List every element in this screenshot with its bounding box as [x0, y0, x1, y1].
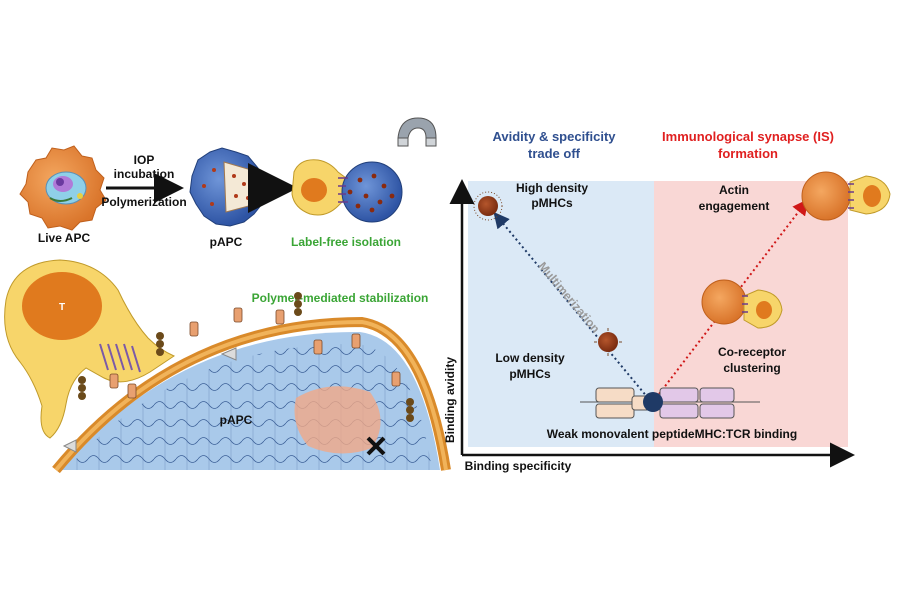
high-density-bead [473, 191, 503, 221]
high-density-line1: High density [516, 181, 588, 195]
papc-dome [52, 316, 451, 474]
iop-label: IOP [134, 153, 155, 167]
papc-inner-label: pAPC [220, 413, 253, 427]
weak-binding-label: Weak monovalent peptideMHC:TCR binding [547, 427, 797, 441]
membrane-arrows [62, 347, 237, 453]
actin-engagement-illustration [801, 171, 891, 221]
label-free-isolation-label: Label-free isolation [291, 235, 401, 249]
label-free-isolation-illustration [291, 117, 437, 223]
polymerization-label: Polymerization [101, 195, 186, 209]
actin-line1: Actin [719, 183, 749, 197]
low-density-line1: Low density [495, 351, 565, 365]
coreceptor-line2: clustering [723, 361, 780, 375]
papc-cell [189, 147, 263, 227]
is-title-line1: Immunological synapse (IS) [662, 129, 834, 144]
high-density-line2: pMHCs [531, 196, 573, 210]
tcr-complexes [99, 343, 141, 373]
membrane-receptors [109, 307, 401, 399]
y-axis-label: Binding avidity [443, 357, 457, 443]
coreceptor-line1: Co-receptor [718, 345, 786, 359]
t-cell-label: T [59, 302, 65, 313]
coreceptor-chains [78, 292, 414, 422]
t-cell [4, 259, 176, 439]
synapse-arrow [655, 198, 809, 399]
avidity-title-line1: Avidity & specificity [492, 129, 616, 144]
right-panel: Avidity & specificity trade off Immunolo… [443, 129, 891, 473]
left-panel: Live APC IOP incubation Polymerization p… [4, 117, 451, 474]
papc-label: pAPC [210, 235, 243, 249]
live-apc-cell [19, 145, 107, 231]
coreceptor-clustering-illustration [701, 279, 783, 329]
actin-line2: engagement [699, 199, 770, 213]
live-apc-label: Live APC [38, 231, 91, 245]
polymer-stabilization-label: Polymer-mediated stabilization [252, 291, 429, 305]
is-title-line2: formation [718, 146, 778, 161]
pmhc-tcr-complex [580, 387, 760, 419]
x-axis-label: Binding specificity [465, 459, 572, 473]
avidity-title-line2: trade off [528, 146, 581, 161]
low-density-line2: pMHCs [509, 367, 551, 381]
incubation-label: incubation [114, 167, 175, 181]
low-density-bead [594, 328, 622, 356]
